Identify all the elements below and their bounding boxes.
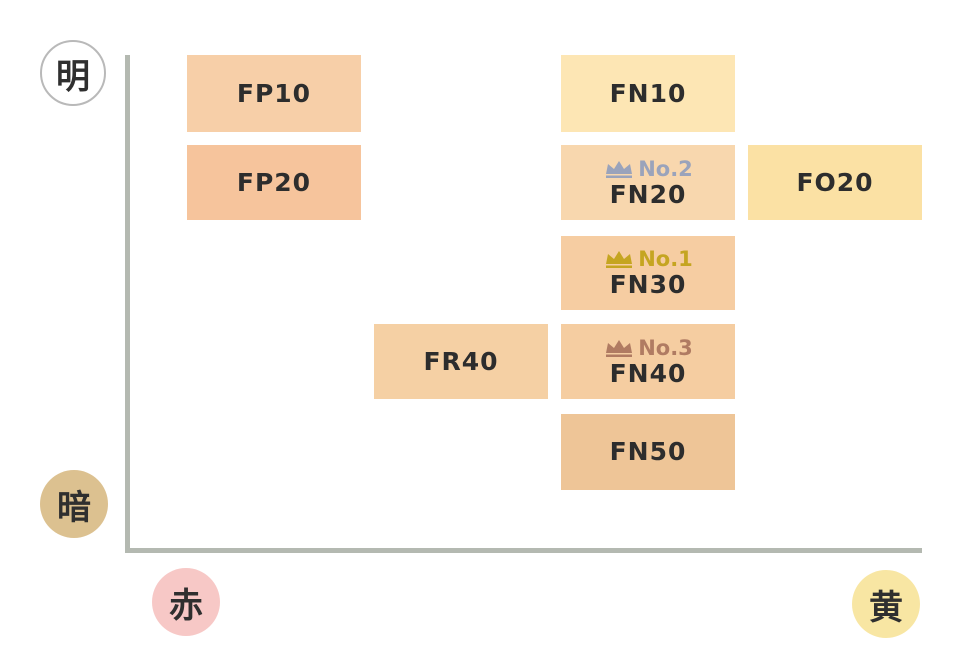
shade-swatch-fp10: FP10 <box>187 55 361 132</box>
hue-axis-line <box>125 548 922 553</box>
shade-code: FN10 <box>609 78 687 108</box>
shade-code: FO20 <box>796 167 874 197</box>
rank-label: No.2 <box>638 156 693 181</box>
crown-icon <box>606 339 633 357</box>
rank-badge: No.3 <box>603 335 693 361</box>
shade-swatch-fp20: FP20 <box>187 145 361 220</box>
bright-label: 明 <box>40 40 106 106</box>
brightness-axis-line <box>125 55 130 553</box>
rank-badge: No.2 <box>603 156 693 182</box>
shade-swatch-fn20: No.2 FN20 <box>561 145 735 220</box>
shade-swatch-fo20: FO20 <box>748 145 922 220</box>
shade-swatch-fn50: FN50 <box>561 414 735 490</box>
dark-label: 暗 <box>40 470 108 538</box>
rank-label: No.3 <box>638 335 693 360</box>
rank-badge: No.1 <box>603 246 693 272</box>
shade-swatch-fr40: FR40 <box>374 324 548 399</box>
yellow-label: 黄 <box>852 570 920 638</box>
shade-swatch-fn10: FN10 <box>561 55 735 132</box>
crown-icon <box>606 160 633 178</box>
shade-code: FN50 <box>609 437 687 466</box>
shade-swatch-fn40: No.3 FN40 <box>561 324 735 399</box>
shade-code: FP10 <box>236 78 312 108</box>
red-label: 赤 <box>152 568 220 636</box>
crown-icon <box>606 251 633 268</box>
shade-code: FR40 <box>423 346 499 376</box>
rank-label: No.1 <box>638 247 693 271</box>
shade-code: FN30 <box>609 270 687 299</box>
shade-code: FP20 <box>236 167 312 197</box>
shade-code: FN40 <box>609 358 687 388</box>
shade-code: FN20 <box>609 179 687 209</box>
shade-swatch-fn30: No.1 FN30 <box>561 236 735 310</box>
